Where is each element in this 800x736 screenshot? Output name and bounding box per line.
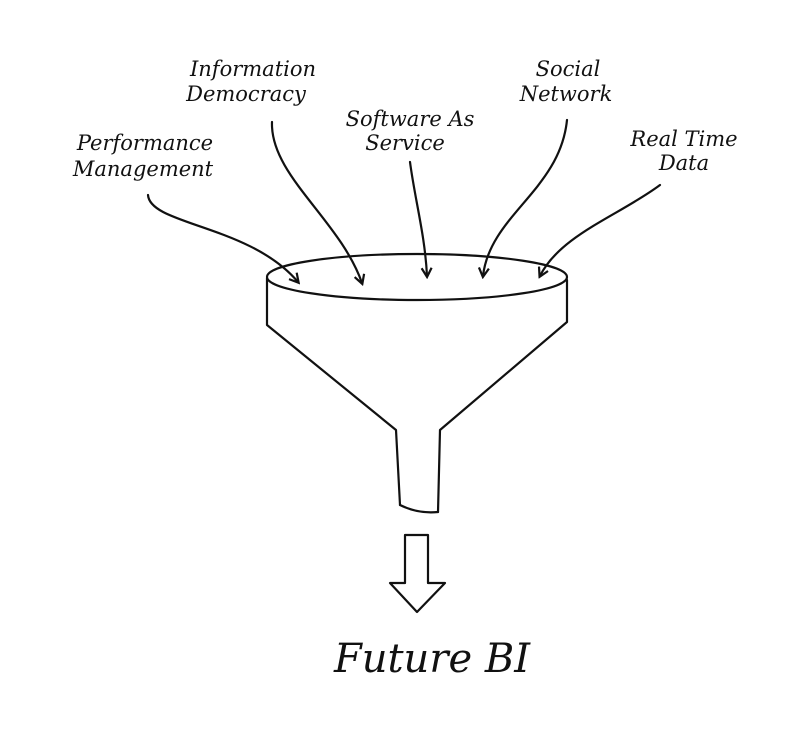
arrow-software [408,160,427,276]
arrow-performance [146,193,298,282]
input-label-information-democracy: Information Democracy [185,57,316,106]
label-line: Performance [76,131,213,155]
label-line: Democracy [185,82,307,106]
funnel-right-side [436,278,569,514]
funnel [265,252,569,514]
output-label: Future BI [333,636,531,682]
arrow-information [270,120,362,283]
down-arrow-icon [388,533,447,614]
input-label-performance-management: Performance Management [72,131,214,181]
input-label-social-network: Social Network [519,57,613,106]
arrow-social [483,118,569,276]
funnel-spout-bottom [398,503,440,514]
input-label-real-time-data: Real Time Data [629,127,737,175]
label-line: Real Time [629,127,737,151]
label-line: Information [189,57,316,81]
input-label-software-as-service: Software As Service [346,107,475,155]
funnel-left-side [265,276,402,507]
label-line: Management [72,157,214,181]
label-line: Social [536,57,601,81]
label-line: Network [519,82,613,106]
label-line: Data [658,151,709,175]
funnel-rim [265,252,569,302]
arrow-real-time [540,183,662,276]
label-line: Service [365,131,445,155]
label-line: Software As [346,107,475,131]
